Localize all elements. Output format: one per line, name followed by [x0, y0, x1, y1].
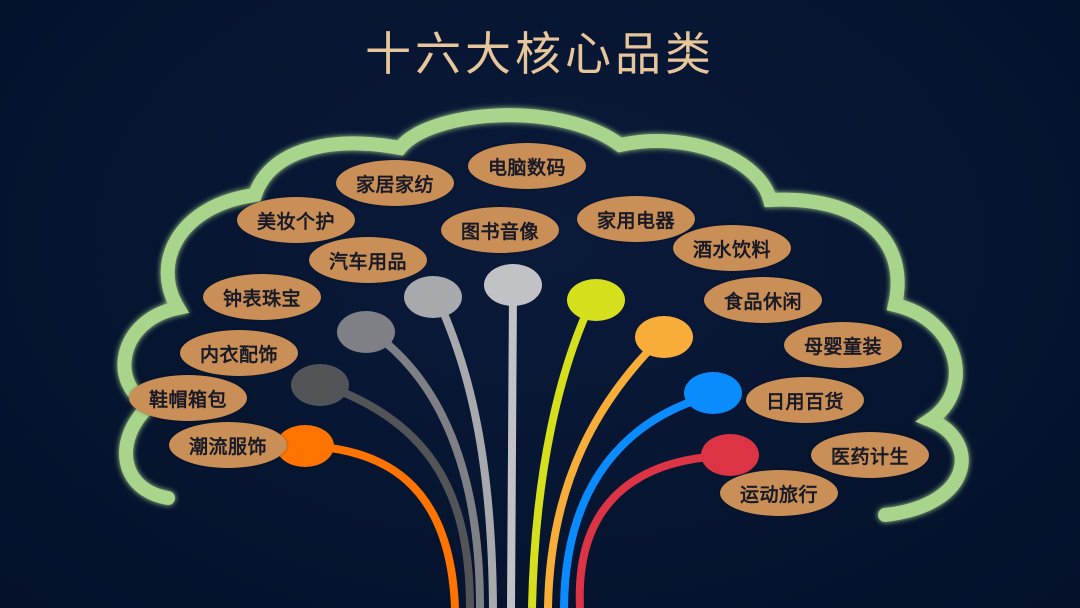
category-pill: 酒水饮料: [673, 225, 791, 271]
category-pill: 运动旅行: [720, 470, 838, 516]
category-pill: 日用百货: [746, 377, 864, 423]
category-pill: 内衣配饰: [180, 330, 298, 376]
category-pill: 潮流服饰: [169, 422, 287, 468]
category-pill: 家居家纺: [336, 160, 454, 206]
category-pill: 汽车用品: [309, 237, 427, 283]
stem-light-gray: [404, 276, 497, 608]
cloud-outline: [117, 108, 969, 522]
category-pill: 钟表珠宝: [203, 274, 321, 320]
category-pill: 鞋帽箱包: [129, 375, 247, 421]
category-pill: 美妆个护: [237, 197, 355, 243]
stem-blue: [560, 372, 742, 608]
stem-dark-gray: [291, 364, 474, 608]
stem-orange: [276, 425, 459, 608]
category-pill: 图书音像: [441, 207, 559, 253]
category-pill: 食品休闲: [704, 277, 822, 323]
category-pill: 医药计生: [811, 432, 929, 478]
category-pill: 母婴童装: [784, 322, 902, 368]
stem-lime: [528, 279, 625, 608]
stem-silver: [484, 264, 542, 608]
category-pill: 家用电器: [577, 196, 695, 242]
stem-red: [575, 434, 759, 608]
category-pill: 电脑数码: [468, 143, 586, 189]
stem-amber: [544, 316, 693, 608]
page-title: 十六大核心品类: [365, 27, 715, 81]
stem-gray: [337, 311, 484, 608]
